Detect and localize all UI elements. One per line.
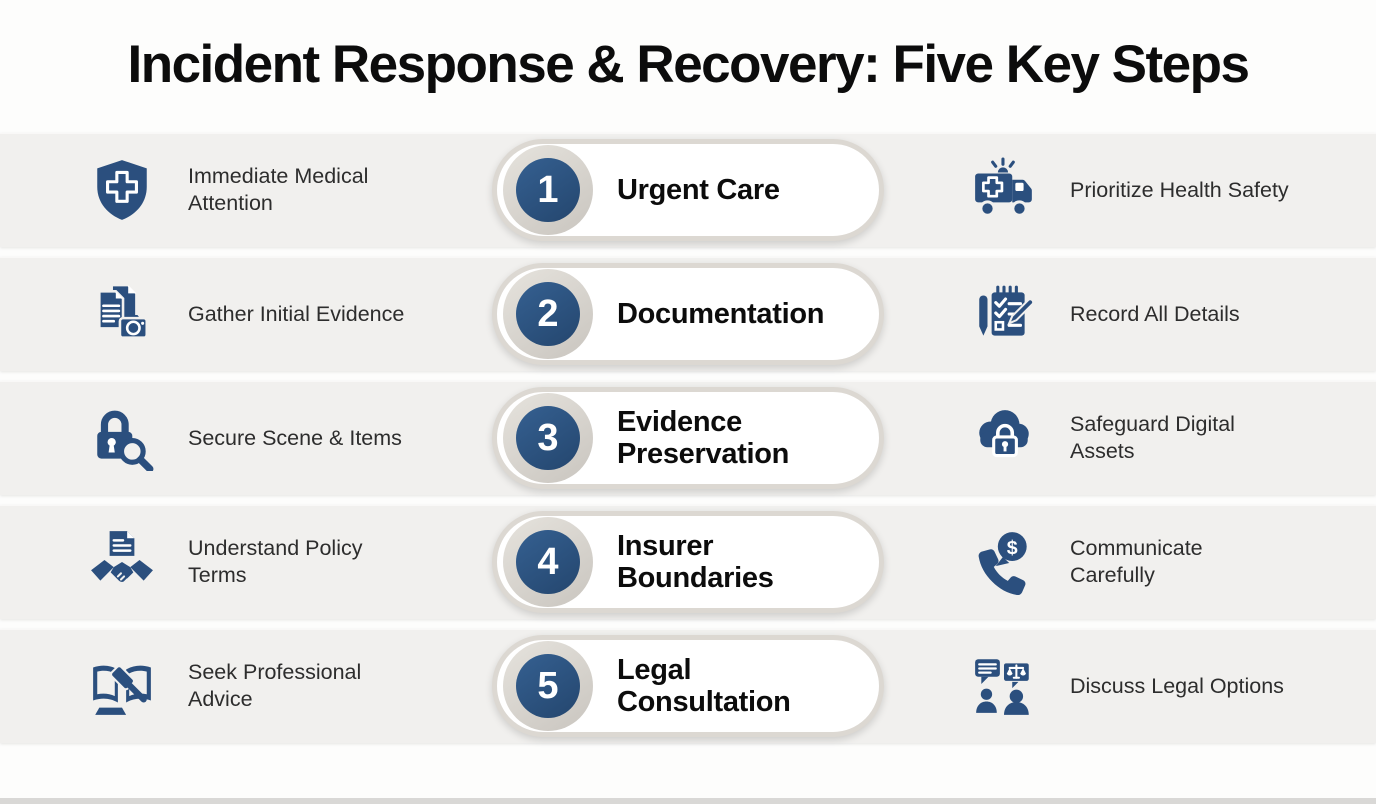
step-row-5: Seek Professional Advice 5 Legal Consult…	[0, 629, 1376, 744]
pen-checklist-icon	[968, 278, 1040, 350]
step-5-left-label: Seek Professional Advice	[188, 659, 362, 712]
steps-list: Immediate Medical Attention 1 Urgent Car…	[0, 133, 1376, 744]
step-4-number-badge: 4	[503, 517, 593, 608]
step-2-left-label: Gather Initial Evidence	[188, 301, 405, 326]
step-2-pill: 2 Documentation	[492, 263, 884, 366]
step-4-number: 4	[516, 530, 580, 595]
step-3-left-label: Secure Scene & Items	[188, 425, 402, 450]
step-row-4: Understand Policy Terms 4 Insurer Bounda…	[0, 505, 1376, 620]
step-4-pill: 4 Insurer Boundaries	[492, 511, 884, 614]
step-4-right-label: Communicate Carefully	[1070, 535, 1203, 588]
step-5-right-section: Discuss Legal Options	[968, 629, 1368, 743]
step-5-number: 5	[516, 654, 580, 719]
page-title: Incident Response & Recovery: Five Key S…	[127, 35, 1250, 94]
book-gavel-icon	[86, 650, 158, 722]
handshake-document-icon	[86, 526, 158, 598]
bottom-strip	[0, 798, 1376, 804]
step-2-right-section: Record All Details	[968, 257, 1368, 371]
step-4-left-label: Understand Policy Terms	[188, 535, 363, 588]
phone-dollar-bubble-icon: $	[968, 526, 1040, 598]
svg-text:$: $	[1007, 537, 1018, 559]
padlock-magnifier-icon	[86, 402, 158, 474]
shield-medical-cross-icon	[86, 154, 158, 226]
step-5-name: Legal Consultation	[617, 653, 791, 719]
step-4-right-section: $ Communicate Carefully	[968, 505, 1368, 619]
step-4-name: Insurer Boundaries	[617, 529, 774, 595]
step-3-pill: 3 Evidence Preservation	[492, 387, 884, 490]
step-1-number-badge: 1	[503, 145, 593, 236]
documents-camera-icon	[86, 278, 158, 350]
step-3-number-badge: 3	[503, 393, 593, 484]
step-2-number: 2	[516, 282, 580, 347]
step-3-name: Evidence Preservation	[617, 405, 790, 471]
step-1-name: Urgent Care	[617, 174, 780, 207]
cloud-lock-icon	[968, 402, 1040, 474]
step-2-name: Documentation	[617, 298, 825, 331]
step-5-left-section: Seek Professional Advice	[86, 629, 466, 743]
step-3-number: 3	[516, 406, 580, 471]
people-legal-chat-icon	[968, 650, 1040, 722]
step-1-right-section: Prioritize Health Safety	[968, 133, 1368, 247]
step-5-number-badge: 5	[503, 641, 593, 732]
step-1-number: 1	[516, 158, 580, 223]
step-1-left-section: Immediate Medical Attention	[86, 133, 466, 247]
step-2-number-badge: 2	[503, 269, 593, 360]
step-1-left-label: Immediate Medical Attention	[188, 163, 369, 216]
step-3-left-section: Secure Scene & Items	[86, 381, 466, 495]
step-row-1: Immediate Medical Attention 1 Urgent Car…	[0, 133, 1376, 248]
step-2-right-label: Record All Details	[1070, 301, 1240, 326]
step-row-3: Secure Scene & Items 3 Evidence Preserva…	[0, 381, 1376, 496]
step-2-left-section: Gather Initial Evidence	[86, 257, 466, 371]
step-3-right-label: Safeguard Digital Assets	[1070, 411, 1235, 464]
step-1-right-label: Prioritize Health Safety	[1070, 177, 1289, 202]
step-4-left-section: Understand Policy Terms	[86, 505, 466, 619]
step-1-pill: 1 Urgent Care	[492, 139, 884, 242]
step-5-right-label: Discuss Legal Options	[1070, 673, 1284, 698]
step-row-2: Gather Initial Evidence 2 Documentation	[0, 257, 1376, 372]
step-3-right-section: Safeguard Digital Assets	[968, 381, 1368, 495]
ambulance-icon	[968, 154, 1040, 226]
step-5-pill: 5 Legal Consultation	[492, 635, 884, 738]
